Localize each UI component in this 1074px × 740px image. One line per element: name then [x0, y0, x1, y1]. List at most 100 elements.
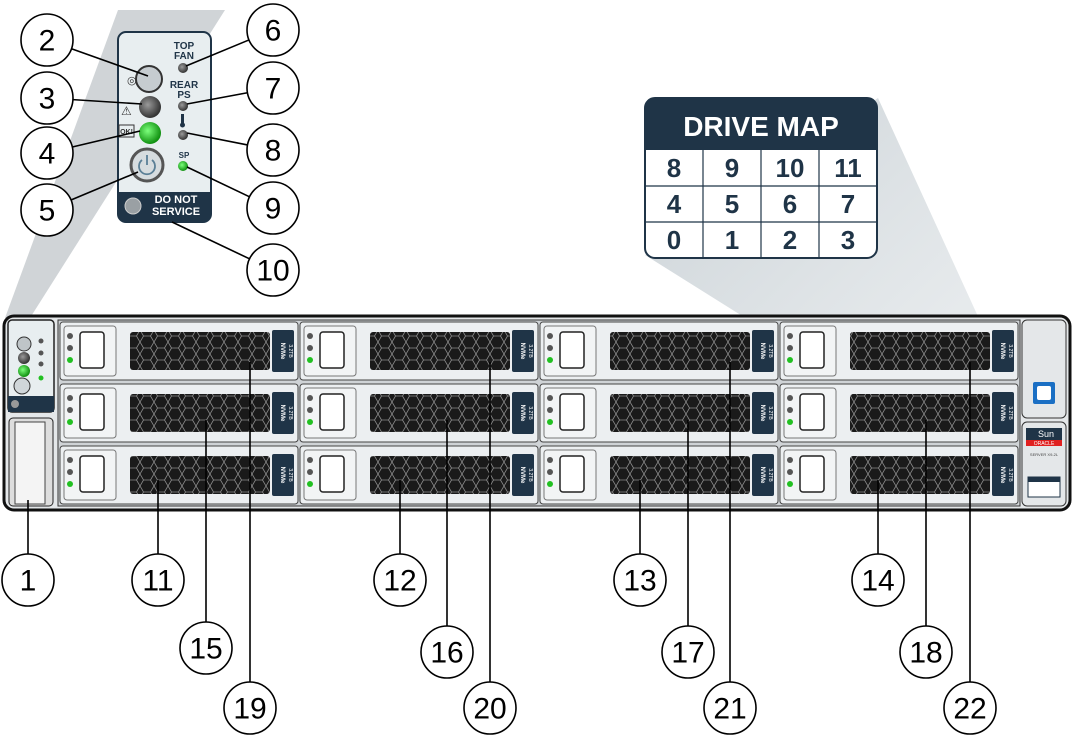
drive-capacity-label: 3.2TB	[767, 406, 773, 420]
callout-leader	[186, 91, 248, 105]
drive-map-cell: 9	[725, 153, 739, 183]
drive-capacity-label: 3.2TB	[1007, 406, 1013, 420]
drive-release-button[interactable]	[799, 393, 825, 431]
locator-button[interactable]	[135, 65, 163, 93]
rear-ps-led	[178, 101, 188, 111]
drive-led	[787, 469, 793, 475]
drive-release-button[interactable]	[319, 455, 345, 493]
drive-vent-grille	[850, 332, 990, 370]
callout-leader	[186, 166, 250, 198]
drive-capacity-label: 3.2TB	[1007, 468, 1013, 482]
drive-map-cell: 1	[725, 225, 739, 255]
callout-circle	[703, 681, 757, 735]
rear-ps-label: REAR	[170, 80, 199, 91]
nvme-label	[512, 392, 534, 434]
drive-capacity-label: 3.2TB	[527, 406, 533, 420]
drive-led	[547, 407, 553, 413]
nvme-label	[992, 330, 1014, 372]
drive-type-label: NVMe	[999, 343, 1005, 360]
callout-number: 11	[142, 565, 173, 598]
drive-map-cell: 11	[834, 153, 862, 183]
callout-circle	[131, 553, 185, 607]
drive-release-button[interactable]	[319, 393, 345, 431]
callout-circle	[20, 71, 74, 125]
drive-led	[547, 469, 553, 475]
nvme-label	[752, 330, 774, 372]
drive-map-cell: 10	[776, 153, 805, 183]
callout-circle	[246, 123, 300, 177]
drive-led	[67, 481, 73, 487]
drive-release-button[interactable]	[799, 455, 825, 493]
drive-vent-grille	[130, 394, 270, 432]
callout-number: 3	[39, 83, 56, 116]
do-not-service-label: DO NOT	[155, 194, 198, 206]
callout-number: 7	[265, 73, 282, 106]
locator-icon: ◎	[127, 75, 137, 87]
sun-logo: Sun	[1038, 429, 1054, 439]
callout-circle	[246, 3, 300, 57]
drive-capacity-label: 3.2TB	[1007, 344, 1013, 358]
callout-leader	[185, 39, 250, 67]
status-panel-enlarged: ◎ ⚠ OK! TOP FAN REAR PS SP DO NOT SERVIC…	[117, 31, 212, 223]
callout-leader	[71, 47, 149, 77]
drive-led	[547, 345, 553, 351]
callout-number: 9	[265, 193, 282, 226]
drive-led	[787, 457, 793, 463]
brand-panel: Sun ORACLE SERVER X9-2L	[1021, 319, 1067, 507]
nvme-label	[512, 330, 534, 372]
drive-led	[67, 457, 73, 463]
drive-vent-grille	[370, 456, 510, 494]
chassis-status-panel	[7, 319, 55, 507]
callout-leader	[70, 171, 139, 201]
callout-circle	[420, 625, 474, 679]
drive-map-cell: 5	[725, 189, 739, 219]
callout-number: 22	[953, 693, 986, 726]
callout-number: 8	[265, 135, 282, 168]
drive-led	[67, 345, 73, 351]
callout-circle	[246, 181, 300, 235]
callout-number: 16	[430, 637, 463, 670]
drive-release-button[interactable]	[559, 331, 585, 369]
do-not-service-led	[124, 197, 142, 215]
drive-release-button[interactable]	[79, 455, 105, 493]
temperature-led	[178, 130, 188, 140]
drive-release-button[interactable]	[319, 331, 345, 369]
drive-release-button[interactable]	[559, 393, 585, 431]
ok-led	[139, 122, 161, 144]
drive-vent-grille	[850, 456, 990, 494]
drive-release-button[interactable]	[559, 455, 585, 493]
drive-release-button[interactable]	[79, 331, 105, 369]
drive-type-label: NVMe	[759, 343, 765, 360]
nvme-label	[512, 454, 534, 496]
drive-map-title: DRIVE MAP	[683, 111, 839, 142]
top-fan-label-2: FAN	[174, 51, 194, 62]
drive-release-button[interactable]	[79, 393, 105, 431]
callout-circle	[373, 553, 427, 607]
callout-number: 13	[623, 565, 656, 598]
drive-led	[67, 419, 73, 425]
drive-led	[307, 469, 313, 475]
drive-led	[547, 419, 553, 425]
drive-type-label: NVMe	[519, 467, 525, 484]
callout-number: 10	[256, 255, 289, 288]
nvme-label	[272, 392, 294, 434]
callout-circle	[20, 126, 74, 180]
drive-led	[307, 333, 313, 339]
drive-release-button[interactable]	[799, 331, 825, 369]
callout-circle	[463, 681, 517, 735]
